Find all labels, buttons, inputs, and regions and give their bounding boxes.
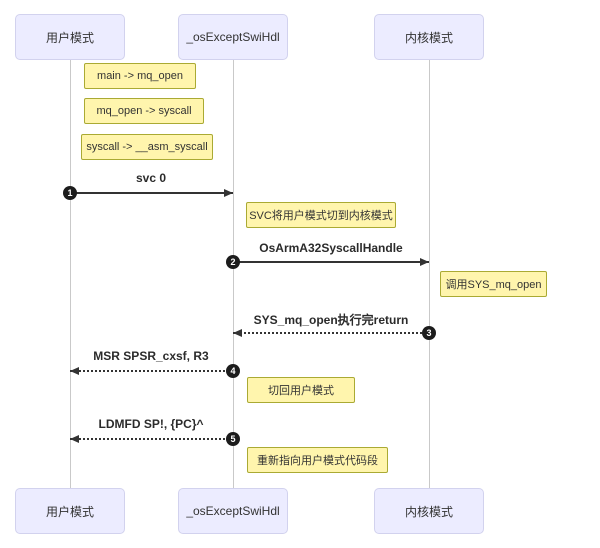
actor-label: 用户模式 (45, 30, 94, 45)
actor-label: 内核模式 (404, 30, 453, 45)
note-repoint-user-code: 重新指向用户模式代码段 (247, 447, 388, 473)
sequence-number-badge-2: 2 (226, 255, 240, 269)
arrowhead-left-icon (70, 435, 79, 443)
actor-top-kernel-mode: 内核模式 (374, 14, 484, 60)
actor-bottom-os-except-swi-hdl: _osExceptSwiHdl (178, 488, 288, 534)
arrowhead-left-icon (233, 329, 242, 337)
actor-label: 内核模式 (404, 504, 453, 519)
note-svc-switch-kernel: SVC将用户模式切到内核模式 (246, 202, 396, 228)
message-label-ldmfd: LDMFD SP!, {PC}^ (98, 417, 204, 431)
actor-top-user-mode: 用户模式 (15, 14, 125, 60)
sequence-number-badge-3: 3 (422, 326, 436, 340)
message-label-syscall-handle: OsArmA32SyscallHandle (259, 241, 403, 255)
message-line-svc0 (70, 192, 233, 194)
message-line-msr-spsr (70, 370, 233, 372)
actor-label: _osExceptSwiHdl (186, 30, 280, 44)
message-line-ldmfd (70, 438, 233, 440)
lifeline-kernel-mode (429, 60, 430, 488)
lifeline-os-except-swi-hdl (233, 60, 234, 488)
message-line-sys-mq-open-return (233, 332, 429, 334)
sequence-number-badge-4: 4 (226, 364, 240, 378)
arrowhead-right-icon (420, 258, 429, 266)
sequence-number-badge-1: 1 (63, 186, 77, 200)
message-label-msr-spsr: MSR SPSR_cxsf, R3 (93, 349, 209, 363)
actor-bottom-kernel-mode: 内核模式 (374, 488, 484, 534)
actor-label: 用户模式 (45, 504, 94, 519)
note-syscall-asm-syscall: syscall -> __asm_syscall (81, 134, 213, 160)
lifeline-user-mode (70, 60, 71, 488)
actor-bottom-user-mode: 用户模式 (15, 488, 125, 534)
arrowhead-left-icon (70, 367, 79, 375)
message-label-sys-mq-open-return: SYS_mq_open执行完return (253, 313, 409, 327)
message-label-svc0: svc 0 (135, 171, 167, 185)
arrowhead-right-icon (224, 189, 233, 197)
sequence-number-badge-5: 5 (226, 432, 240, 446)
actor-label: _osExceptSwiHdl (186, 504, 280, 518)
note-mq-open-syscall: mq_open -> syscall (84, 98, 204, 124)
note-main-mq-open: main -> mq_open (84, 63, 196, 89)
note-call-sys-mq-open: 调用SYS_mq_open (440, 271, 547, 297)
note-switch-back-user: 切回用户模式 (247, 377, 355, 403)
message-line-syscall-handle (233, 261, 429, 263)
actor-top-os-except-swi-hdl: _osExceptSwiHdl (178, 14, 288, 60)
